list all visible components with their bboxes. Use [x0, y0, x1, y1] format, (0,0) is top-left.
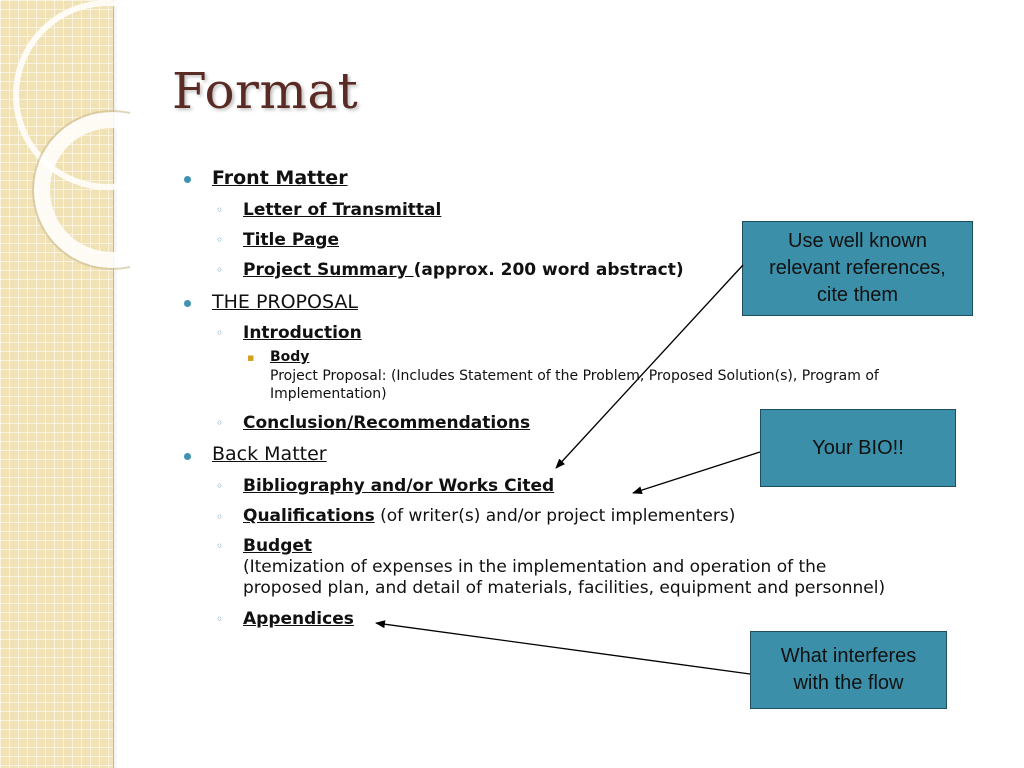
introduction-item: Introduction: [243, 323, 362, 343]
decorative-circle-large: [13, 0, 130, 190]
qualifications-label: Qualifications: [243, 506, 375, 526]
body-description-line1: Project Proposal: (Includes Statement of…: [270, 368, 879, 384]
project-summary-item: Project Summary (approx. 200 word abstra…: [243, 260, 684, 280]
bullet-level2: ◦: [216, 612, 224, 626]
qualifications-item: Qualifications (of writer(s) and/or proj…: [243, 506, 735, 526]
decorative-circles: [13, 0, 130, 270]
bullet-level2: ◦: [216, 416, 224, 430]
arrow-flow: [375, 620, 751, 675]
bullet-level2: ◦: [216, 539, 224, 553]
bullet-level2: ◦: [216, 326, 224, 340]
conclusion-item: Conclusion/Recommendations: [243, 413, 531, 433]
budget-description-line2: proposed plan, and detail of materials, …: [243, 578, 886, 598]
proposal-heading: THE PROPOSAL: [212, 291, 358, 313]
bullet-level3: ▪: [247, 351, 255, 364]
back-matter-heading: Back Matter: [212, 443, 327, 465]
arrow-bio: [632, 451, 761, 495]
bullet-level2: ◦: [216, 233, 224, 247]
budget-description-line1: (Itemization of expenses in the implemen…: [243, 557, 827, 577]
bullet-level1: [184, 453, 191, 460]
bullet-level2: ◦: [216, 510, 224, 524]
body-item: Body: [270, 349, 310, 365]
qualifications-note: (of writer(s) and/or project implementer…: [374, 506, 736, 526]
body-description-line2: Implementation): [270, 386, 387, 402]
front-matter-heading: Front Matter: [212, 167, 348, 189]
appendices-item: Appendices: [243, 609, 354, 629]
project-summary-label: Project Summary: [243, 260, 414, 280]
bullet-level1: [184, 300, 191, 307]
bullet-level2: ◦: [216, 479, 224, 493]
callout-flow: What interferes with the flow: [750, 631, 947, 709]
bibliography-item: Bibliography and/or Works Cited: [243, 476, 555, 496]
sidebar-shadow: [113, 0, 118, 768]
callout-bio: Your BIO!!: [760, 409, 956, 487]
bullet-level1: [184, 176, 191, 183]
arrow-references: [555, 264, 744, 469]
decorative-circle-small-outline: [32, 110, 130, 270]
bullet-level2: ◦: [216, 203, 224, 217]
callout-references: Use well known relevant references, cite…: [742, 221, 973, 316]
slide-title: Format: [172, 62, 359, 120]
bullet-level2: ◦: [216, 263, 224, 277]
decorative-circle-small: [34, 112, 130, 268]
budget-item: Budget: [243, 536, 313, 556]
title-page-item: Title Page: [243, 230, 339, 250]
letter-of-transmittal: Letter of Transmittal: [243, 200, 442, 220]
project-summary-note: (approx. 200 word abstract): [413, 260, 684, 280]
